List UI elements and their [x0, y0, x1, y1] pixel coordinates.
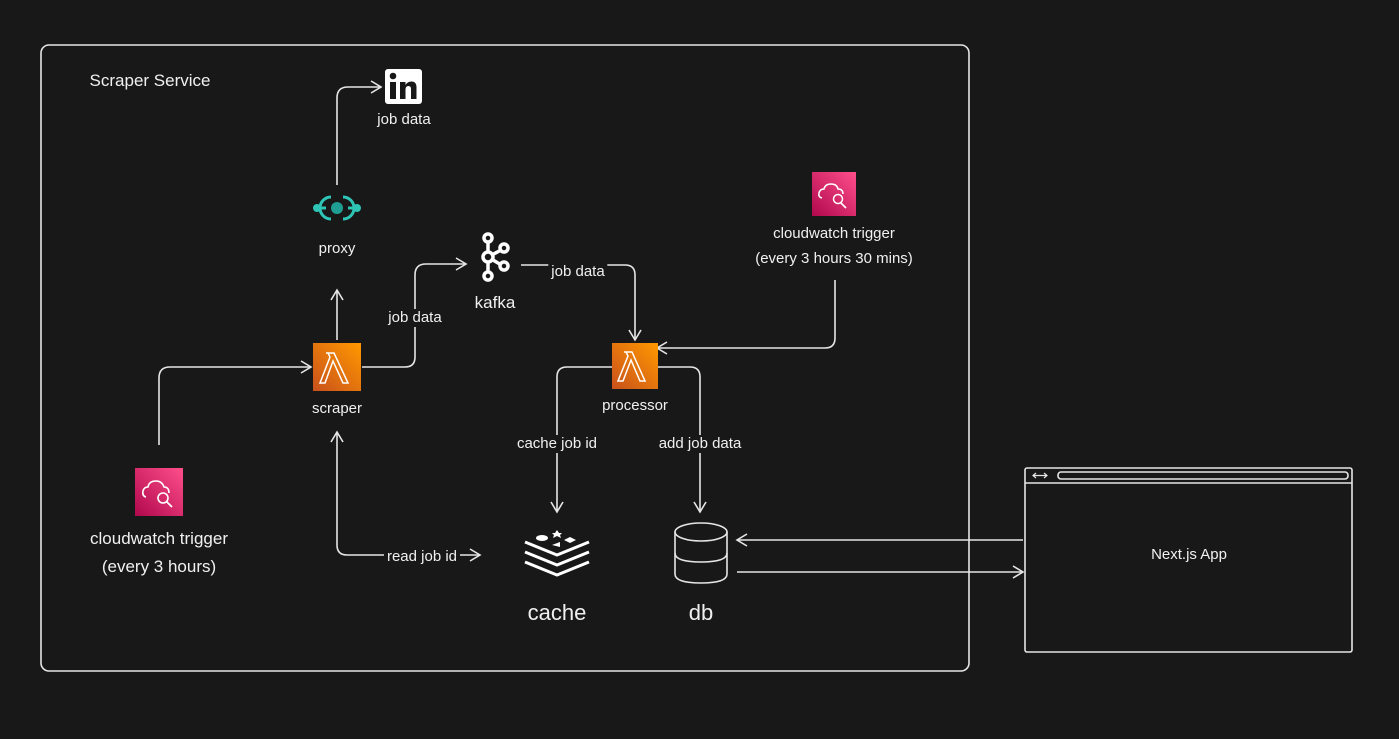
- database-icon: [674, 522, 728, 584]
- proxy-icon: [313, 195, 361, 221]
- edge-kafka-to-processor: [521, 264, 642, 342]
- cloudwatch-right-label-1: cloudwatch trigger: [773, 225, 895, 242]
- edge-label-kafka-processor: job data: [548, 263, 608, 281]
- edge-scraper-to-cache: [336, 544, 482, 562]
- cloudwatch-left-label-1: cloudwatch trigger: [87, 528, 231, 550]
- edge-processor-to-cache: [550, 366, 612, 514]
- cloudwatch-icon: [812, 172, 856, 216]
- linkedin-icon: [385, 69, 422, 104]
- lambda-icon: [612, 343, 658, 389]
- edge-label-processor-db: add job data: [655, 435, 745, 453]
- edge-cloudwatch-to-processor: [655, 280, 836, 355]
- redis-icon: [524, 530, 590, 577]
- edge-label-scraper-cache: read job id: [383, 548, 461, 566]
- db-label: db: [685, 599, 717, 627]
- cache-label: cache: [524, 599, 590, 627]
- edge-cloudwatch-to-scraper: [158, 360, 313, 445]
- scraper-label: scraper: [308, 400, 366, 418]
- kafka-label: kafka: [471, 292, 519, 314]
- edge-processor-to-db: [658, 366, 707, 514]
- container-title: Scraper Service: [89, 70, 211, 90]
- lambda-icon: [313, 343, 361, 391]
- nextjs-label: Next.js App: [1148, 546, 1230, 564]
- proxy-label: proxy: [315, 240, 359, 258]
- cloudwatch-left-label-2: (every 3 hours): [98, 556, 220, 578]
- linkedin-label: job data: [374, 111, 434, 129]
- scraper-service-container: [40, 44, 970, 672]
- cloudwatch-right-label-2: (every 3 hours 30 mins): [755, 250, 913, 267]
- browser-window-icon: [1024, 467, 1353, 653]
- kafka-icon: [481, 232, 510, 282]
- cloudwatch-icon: [135, 468, 183, 516]
- edge-proxy-to-linkedin: [336, 80, 383, 185]
- edge-label-processor-cache: cache job id: [513, 435, 601, 453]
- processor-label: processor: [599, 397, 671, 415]
- edge-label-scraper-kafka: job data: [385, 309, 445, 327]
